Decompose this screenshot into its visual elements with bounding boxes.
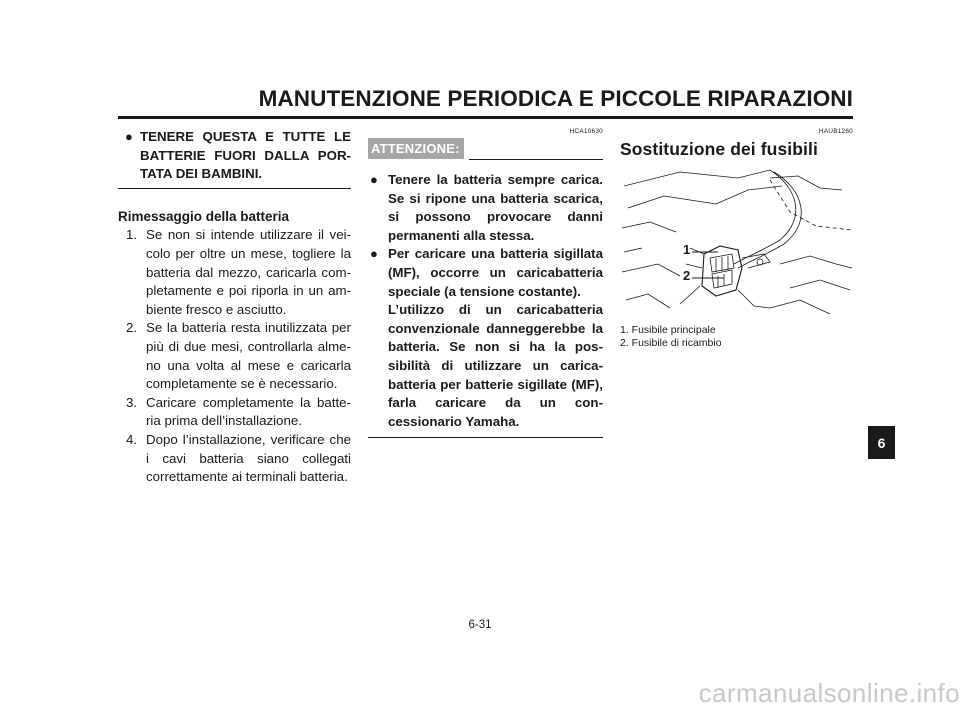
caution-badge: ATTENZIONE: xyxy=(368,138,464,159)
chapter-tab: 6 xyxy=(868,426,895,459)
caution-bullet-text: Per caricare una batteria sigil­lata (MF… xyxy=(388,246,603,299)
caution-bullet-text: Tenere la batteria sempre cari­ca. Se si… xyxy=(388,172,603,243)
storage-step: 3. Caricare completamente la batte­ria p… xyxy=(118,394,351,431)
caution-bullet-continuation: L’utilizzo di un caricabatteria convenzi… xyxy=(368,301,603,431)
column-battery-storage: ● TENERE QUESTA E TUTTE LE BATTERIE FUOR… xyxy=(118,128,351,487)
step-text: Dopo l’installazione, verificare che i c… xyxy=(146,431,351,485)
bullet-icon: ● xyxy=(370,172,378,187)
caution-header-rule xyxy=(469,159,603,160)
step-number: 2. xyxy=(126,320,138,336)
storage-step: 2. Se la batteria resta inutilizzata per… xyxy=(118,319,351,393)
caution-bullet: ● Tenere la batteria sempre cari­ca. Se … xyxy=(368,171,603,245)
step-number: 3. xyxy=(126,394,138,410)
warning-end-rule xyxy=(118,187,351,189)
caution-end-rule xyxy=(368,437,603,439)
section-code: HAUB1260 xyxy=(818,128,853,135)
storage-step: 4. Dopo l’installazione, verificare che … xyxy=(118,431,351,487)
header-rule xyxy=(118,116,853,119)
caution-code: HCA10630 xyxy=(569,128,603,135)
caution-bullet: ● Per caricare una batteria sigil­lata (… xyxy=(368,245,603,301)
section-title: Sostituzione dei fusibili xyxy=(620,139,818,159)
bullet-icon: ● xyxy=(125,129,133,144)
step-text: Se la batteria resta inutilizzata per pi… xyxy=(146,320,351,392)
callout-label-spare-fuse: 2 xyxy=(683,268,691,283)
storage-title: Rimessaggio della batteria xyxy=(118,208,290,224)
callout-label-main-fuse: 1 xyxy=(683,242,691,257)
step-number: 1. xyxy=(126,227,138,243)
page-header-title: MANUTENZIONE PERIODICA E PICCOLE RIPARAZ… xyxy=(258,86,853,111)
fuse-box-drawing xyxy=(621,169,853,315)
caution-header: ATTENZIONE: xyxy=(368,138,603,162)
figure-captions: 1. Fusibile principale 2. Fusibile di ri… xyxy=(620,324,853,349)
caution-body: ● Tenere la batteria sempre cari­ca. Se … xyxy=(368,171,603,431)
warning-bullet-children: ● TENERE QUESTA E TUTTE LE BATTERIE FUOR… xyxy=(118,128,351,184)
storage-step: 1. Se non si intende utilizzare il vei­c… xyxy=(118,226,351,319)
bullet-icon: ● xyxy=(370,246,378,262)
step-text: Se non si intende utilizzare il vei­colo… xyxy=(146,227,351,317)
caution-bullet-text: L’utilizzo di un caricabatteria convenzi… xyxy=(388,302,603,429)
caption-item: 1. Fusibile principale xyxy=(620,324,716,336)
fuse-box-illustration: 1 2 xyxy=(620,168,853,316)
step-text: Caricare completamente la batte­ria prim… xyxy=(146,394,351,429)
watermark: carmanualsonline.info xyxy=(698,678,960,708)
step-number: 4. xyxy=(126,431,138,447)
warning-bullet-text: TENERE QUESTA E TUTTE LE BATTERIE FUORI … xyxy=(140,129,351,182)
caption-item: 2. Fusibile di ricambio xyxy=(620,336,722,349)
page-number: 6-31 xyxy=(468,619,492,631)
column-caution: HCA10630 ATTENZIONE: ● Tenere la batteri… xyxy=(368,128,603,439)
column-fuse-replacement: HAUB1260 Sostituzione dei fusibili xyxy=(620,128,853,349)
